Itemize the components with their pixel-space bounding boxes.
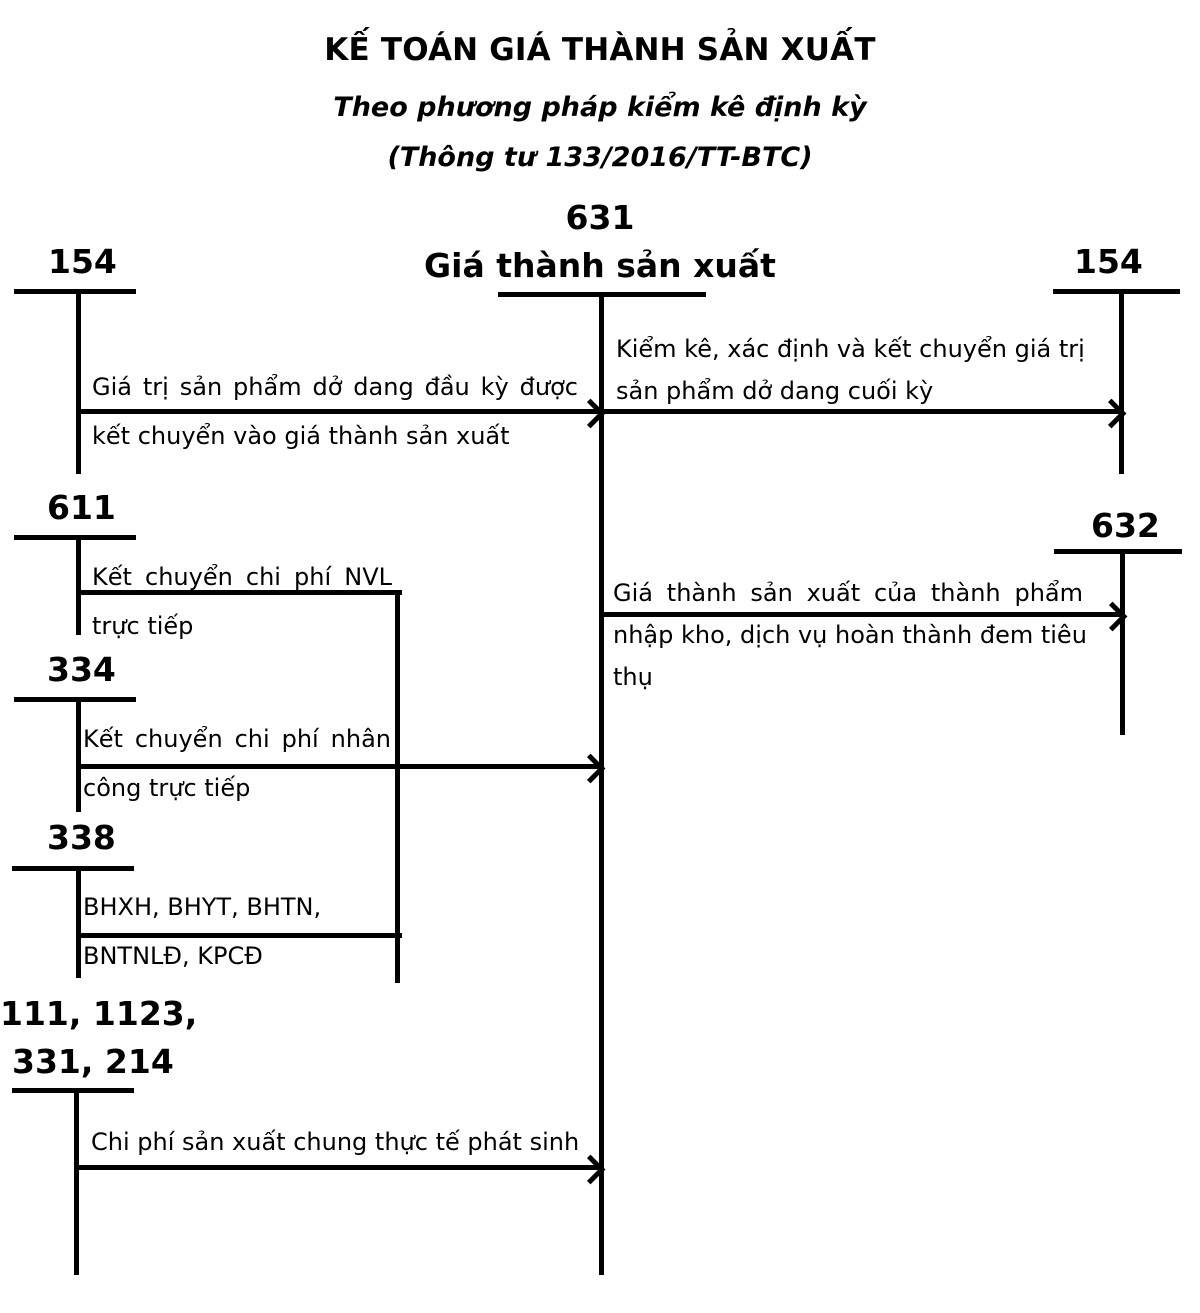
flow-111-label: Chi phí sản xuất chung thực tế phát sinh	[91, 1128, 580, 1156]
flow-632-label-2: nhập kho, dịch vụ hoàn thành đem tiêu	[613, 621, 1087, 649]
account-632-bar	[1054, 549, 1182, 554]
account-111-stem	[74, 1088, 79, 1275]
flow-154-in-label-1: Giá trị sản phẩm dở dang đầu kỳ được	[92, 373, 578, 401]
flow-111-arrow-line	[74, 1165, 598, 1170]
account-111-code-line-2: 331, 214	[12, 1042, 174, 1081]
account-334-code: 334	[47, 650, 116, 689]
flow-154-in-label-2: kết chuyển vào giá thành sản xuất	[92, 422, 510, 450]
account-111-code-line-1: 111, 1123,	[0, 994, 198, 1033]
flow-334-arrow-line	[76, 764, 598, 769]
account-154-left-bar	[14, 289, 136, 294]
flow-611-label-2: trực tiếp	[92, 612, 194, 640]
account-154-right-stem	[1119, 289, 1124, 474]
account-631-stem	[599, 292, 604, 1275]
diagram-title: KẾ TOÁN GIÁ THÀNH SẢN XUẤT	[324, 32, 876, 68]
flow-632-label-3: thụ	[613, 663, 653, 691]
account-632-stem	[1120, 549, 1125, 735]
account-611-code: 611	[47, 488, 116, 527]
account-334-bar	[14, 697, 136, 702]
diagram-subtitle: Theo phương pháp kiểm kê định kỳ	[333, 92, 867, 123]
flow-632-arrow-line	[602, 612, 1120, 617]
account-154-left-stem	[76, 289, 81, 474]
account-154-right-code: 154	[1074, 242, 1143, 281]
flow-611-label-1: Kết chuyển chi phí NVL	[92, 563, 392, 591]
account-338-code: 338	[47, 818, 116, 857]
account-611-stem	[76, 535, 81, 635]
flow-334-label-2: công trực tiếp	[83, 774, 251, 802]
flow-338-label-2: BNTNLĐ, KPCĐ	[83, 942, 263, 970]
account-154-left-code: 154	[48, 242, 117, 281]
collector-line	[395, 590, 400, 983]
account-632-code: 632	[1091, 506, 1160, 545]
account-611-bar	[14, 535, 136, 540]
account-154-right-bar	[1053, 289, 1180, 294]
flow-611-line	[76, 590, 402, 595]
account-631-code: 631	[565, 198, 635, 237]
flow-632-label-1: Giá thành sản xuất của thành phẩm	[613, 579, 1083, 607]
account-338-stem	[76, 866, 81, 978]
flow-334-label-1: Kết chuyển chi phí nhân	[83, 725, 391, 753]
flow-154-out-arrow-line	[602, 409, 1120, 414]
regulation-reference: (Thông tư 133/2016/TT-BTC)	[387, 142, 813, 173]
flow-338-label-1: BHXH, BHYT, BHTN,	[83, 893, 322, 921]
account-338-bar	[12, 866, 134, 871]
account-111-bar	[12, 1088, 134, 1093]
flow-338-line	[76, 933, 402, 938]
account-631-name: Giá thành sản xuất	[424, 246, 776, 285]
account-334-stem	[76, 697, 81, 812]
flow-154-out-label-2: sản phẩm dở dang cuối kỳ	[616, 377, 934, 405]
flow-154-out-label-1: Kiểm kê, xác định và kết chuyển giá trị	[616, 335, 1085, 363]
flow-154-in-arrow-line	[76, 409, 598, 414]
